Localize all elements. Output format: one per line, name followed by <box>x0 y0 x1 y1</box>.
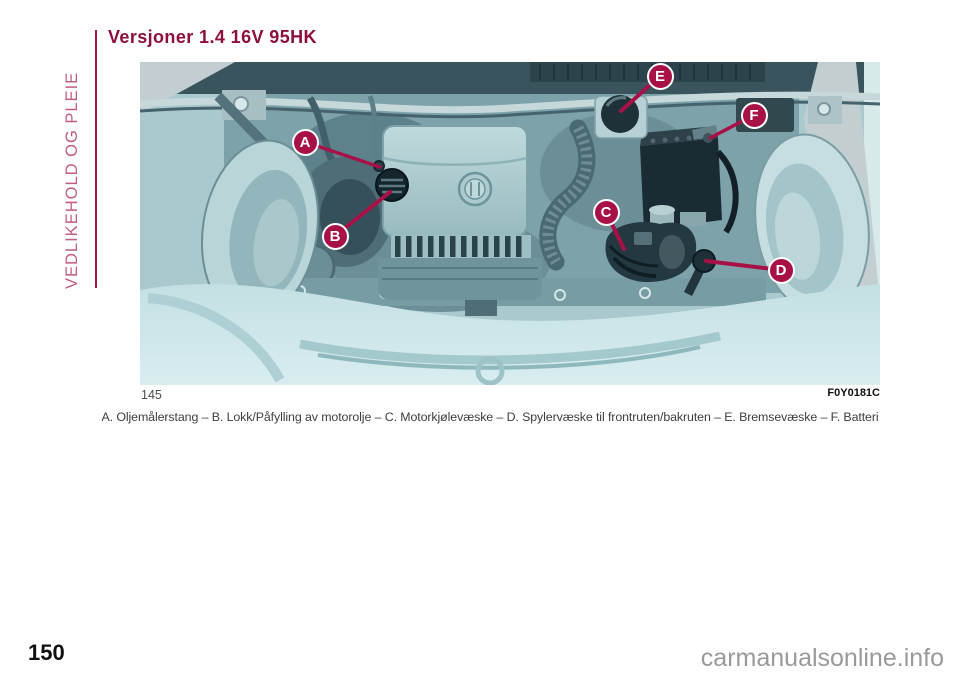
chapter-sidebar-label: VEDLIKEHOLD OG PLEIE <box>63 71 81 289</box>
page-title: Versjoner 1.4 16V 95HK <box>108 27 317 47</box>
engine-bay-figure: A B C D E F <box>140 62 880 385</box>
callout-e: E <box>646 62 674 90</box>
callout-a: A <box>291 128 319 156</box>
coolant-reservoir <box>605 205 697 282</box>
front-bumper <box>140 284 880 385</box>
engine-cover <box>382 125 528 237</box>
sidebar-rule <box>95 30 97 288</box>
airbox <box>378 258 542 300</box>
figure-number: 145 <box>141 388 162 402</box>
hood-seal-bar <box>140 91 880 114</box>
intake-fins <box>391 235 531 258</box>
brake-fluid-reservoir <box>594 95 648 139</box>
callout-c: C <box>592 198 620 226</box>
oil-filler-cap <box>375 168 409 202</box>
figure-caption: A. Oljemålerstang – B. Lokk/Påfylling av… <box>101 410 879 424</box>
intake-hose <box>539 119 596 271</box>
callout-b: B <box>321 222 349 250</box>
figure-code: F0Y0181C <box>827 387 880 399</box>
strut-tower-right <box>808 96 842 124</box>
watermark: carmanualsonline.info <box>700 644 944 672</box>
fiat-badge-ring <box>475 356 505 385</box>
cowl-panel <box>140 62 880 94</box>
engine-bay-photo <box>140 62 880 385</box>
left-headlight <box>200 139 320 321</box>
callout-f: F <box>740 101 768 129</box>
page-number: 150 <box>28 640 65 665</box>
callout-d: D <box>767 256 795 284</box>
